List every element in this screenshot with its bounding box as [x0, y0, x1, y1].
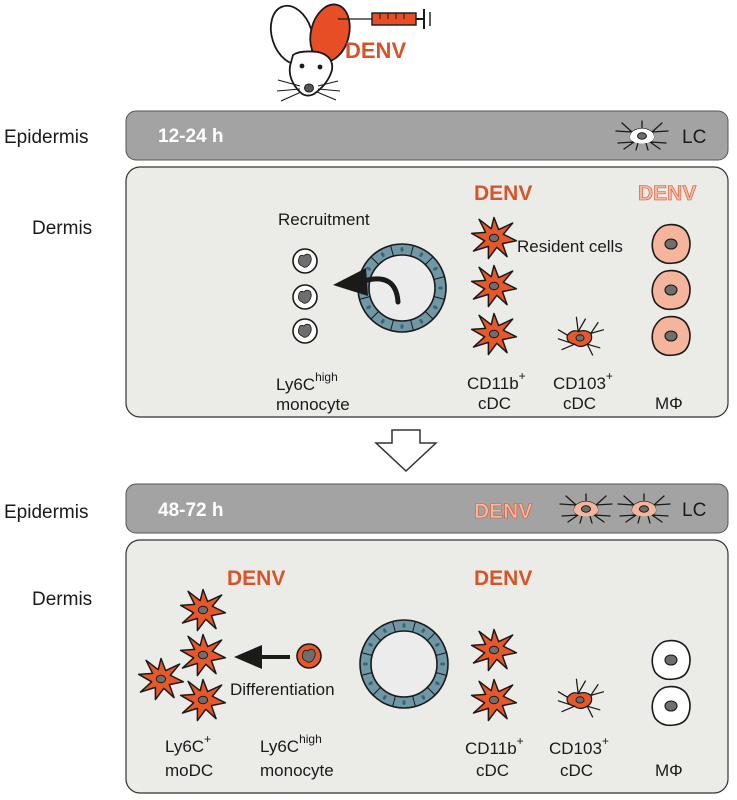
differentiation-arrow — [234, 645, 290, 669]
panel-12-24h: Epidermis 12-24 h LC Dermis Recruitment … — [4, 110, 729, 418]
monocyte — [292, 248, 318, 274]
denv-label-light: DENV — [638, 182, 696, 205]
macrophage — [651, 639, 691, 681]
denv-label-light: DENV — [474, 500, 532, 523]
denv-label-dark: DENV — [227, 567, 285, 590]
cd103-label-line2: cDC — [560, 761, 593, 780]
cd11b-label-line2: cDC — [476, 761, 509, 780]
mouse-icon — [269, 3, 351, 102]
lc-label: LC — [682, 127, 706, 148]
cd103-label-line1: CD103+ — [553, 369, 613, 393]
blood-vessel-icon — [359, 619, 449, 709]
monocyte-differentiating — [296, 643, 322, 669]
macrophage-infected — [651, 223, 691, 265]
recruitment-label: Recruitment — [278, 210, 370, 229]
cd11b-label-line1: CD11b+ — [465, 734, 524, 758]
macrophage-infected — [651, 315, 691, 357]
cd103-label-line2: cDC — [563, 394, 596, 413]
cd103-label-line1: CD103+ — [549, 734, 609, 758]
monocyte-label-line1: Ly6Chigh — [276, 370, 338, 394]
resident-cells-label: Resident cells — [517, 237, 623, 256]
modc-label-line1: Ly6C+ — [165, 732, 211, 756]
modc-label-line2: moDC — [165, 761, 213, 780]
macrophage-label: MΦ — [655, 394, 683, 413]
down-arrow-icon — [374, 429, 438, 473]
syringe-icon — [338, 9, 431, 29]
monocyte-label-line1: Ly6Chigh — [260, 732, 322, 756]
epidermis-label: Epidermis — [4, 502, 88, 523]
lc-label: LC — [682, 500, 706, 521]
cd11b-label-line1: CD11b+ — [467, 369, 526, 393]
differentiation-label: Differentiation — [230, 680, 335, 699]
recruitment-arrow — [333, 268, 401, 305]
time-label: 48-72 h — [158, 500, 223, 521]
denv-label-dark: DENV — [474, 182, 532, 205]
denv-label-dark: DENV — [474, 567, 532, 590]
monocyte — [292, 318, 318, 344]
cd11b-label-line2: cDC — [478, 394, 511, 413]
macrophage-label: MΦ — [655, 761, 683, 780]
virus-label: DENV — [345, 38, 406, 63]
time-label: 12-24 h — [158, 126, 223, 147]
epidermis-band — [125, 110, 729, 161]
dermis-label: Dermis — [32, 218, 92, 239]
epidermis-band — [125, 483, 729, 534]
monocyte-label-line2: monocyte — [276, 395, 350, 414]
macrophage-infected — [651, 269, 691, 311]
epidermis-label: Epidermis — [4, 127, 88, 148]
panel-48-72h: Epidermis 48-72 h DENV LC Dermis DENV Di… — [4, 483, 729, 794]
monocyte — [292, 284, 318, 310]
monocyte-label-line2: monocyte — [260, 761, 334, 780]
blood-vessel-icon — [357, 243, 447, 333]
dermis-label: Dermis — [32, 589, 92, 610]
macrophage — [651, 685, 691, 727]
